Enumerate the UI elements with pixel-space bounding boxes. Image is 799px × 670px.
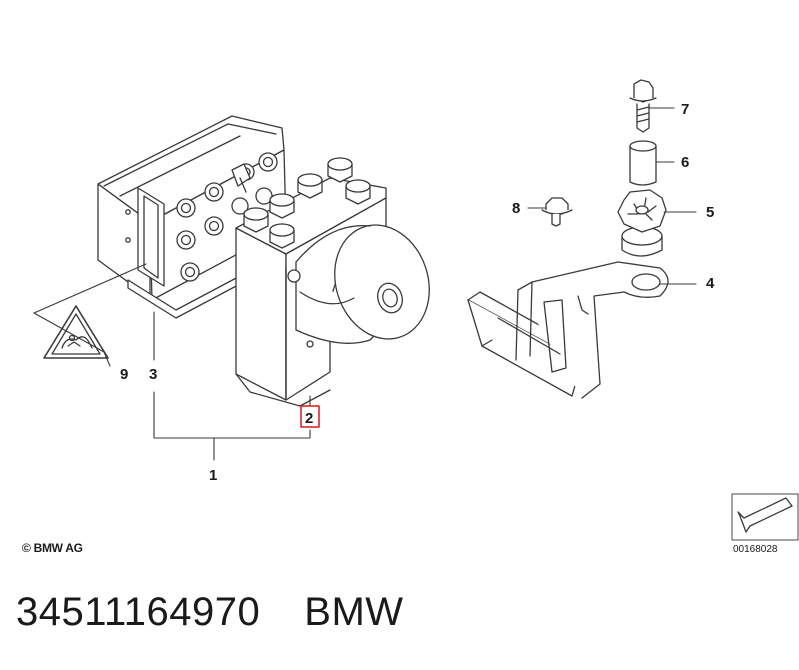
callout-6: 6 xyxy=(681,154,689,171)
callout-8: 8 xyxy=(512,200,520,217)
callout-2: 2 xyxy=(305,410,313,427)
bracket-part-4 xyxy=(467,261,669,399)
callout-7: 7 xyxy=(681,101,689,118)
callout-9: 9 xyxy=(120,366,128,383)
control-unit-part-3 xyxy=(97,115,287,319)
callout-1: 1 xyxy=(209,467,217,484)
brand-name: BMW xyxy=(304,590,404,634)
screw-part-8 xyxy=(541,197,573,227)
hydraulic-unit-part-2 xyxy=(235,157,430,407)
callout-2-highlight xyxy=(300,405,320,428)
callout-3: 3 xyxy=(149,366,157,383)
footer-caption: 34511164970 BMW xyxy=(16,590,404,635)
leader-lines xyxy=(33,107,697,461)
part-number: 34511164970 xyxy=(16,590,261,634)
rubber-mount-part-5 xyxy=(617,189,667,257)
warning-sticker-part-9 xyxy=(43,305,109,359)
callout-4: 4 xyxy=(706,275,715,292)
copyright-label: © BMW AG xyxy=(22,541,83,555)
bushing-part-6 xyxy=(629,140,657,186)
bolt-part-7 xyxy=(629,79,657,133)
callout-5: 5 xyxy=(706,204,714,221)
document-code: 00168028 xyxy=(733,544,778,555)
orientation-arrow-icon xyxy=(731,493,799,541)
